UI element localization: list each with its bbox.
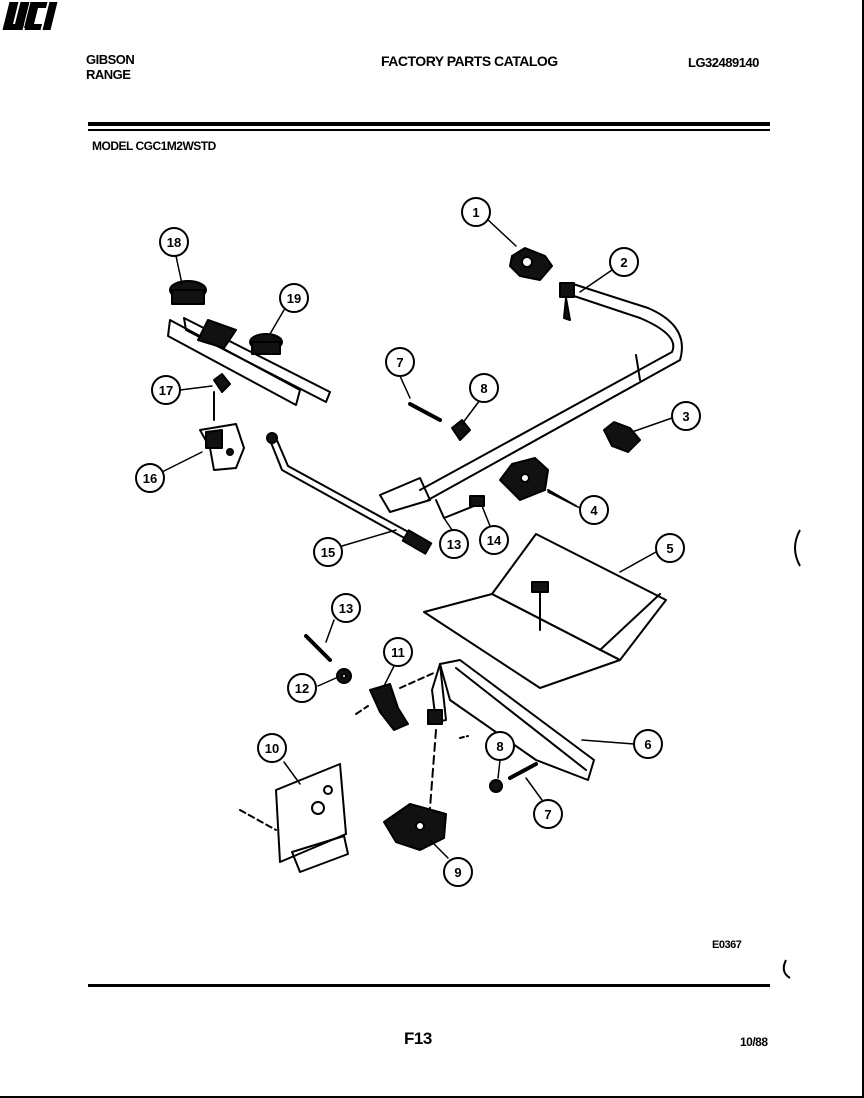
part-small-valve-3	[603, 421, 641, 453]
callout-8-top: 8	[469, 373, 499, 403]
svg-text:15: 15	[321, 545, 335, 560]
callout-9: 9	[443, 857, 473, 887]
part-nut-12	[336, 668, 352, 684]
callout-12: 12	[287, 673, 317, 703]
svg-text:9: 9	[454, 865, 461, 880]
model-label: MODEL CGC1M2WSTD	[92, 139, 216, 153]
callout-14: 14	[479, 525, 509, 555]
catalog-title: FACTORY PARTS CATALOG	[381, 53, 558, 69]
wci-logo	[2, 2, 58, 30]
callout-18: 18	[159, 227, 189, 257]
callout-13-lower: 13	[331, 593, 361, 623]
part-valve-4	[499, 457, 577, 507]
callout-11: 11	[383, 637, 413, 667]
svg-text:11: 11	[391, 645, 405, 660]
svg-text:1: 1	[472, 205, 479, 220]
callout-7-top: 7	[385, 347, 415, 377]
callout-15: 15	[313, 537, 343, 567]
part-igniter-16	[199, 423, 245, 471]
brand-name: GIBSON	[86, 52, 135, 67]
leader-lines	[161, 217, 673, 859]
header-rule-thick	[88, 122, 770, 126]
callout-13-upper: 13	[439, 529, 469, 559]
part-screw-7-8-top	[408, 402, 471, 441]
svg-text:19: 19	[287, 291, 301, 306]
callout-10: 10	[257, 733, 287, 763]
svg-text:3: 3	[682, 409, 689, 424]
svg-text:13: 13	[447, 537, 461, 552]
svg-text:16: 16	[143, 471, 157, 486]
part-oven-burner-6	[427, 659, 595, 781]
part-top-burners-18-19	[167, 280, 331, 406]
callout-7-lower: 7	[533, 799, 563, 829]
svg-text:13: 13	[339, 601, 353, 616]
footer-rule	[88, 984, 770, 987]
binding-mark-bottom	[782, 959, 791, 979]
svg-text:7: 7	[396, 355, 403, 370]
callouts: 1 2 3 4 5 6 7 8 7 8 9 10 11 12 13 13 14 …	[135, 197, 701, 887]
part-number: LG32489140	[688, 55, 759, 70]
svg-text:2: 2	[620, 255, 627, 270]
part-valve-1	[509, 247, 553, 281]
callout-2: 2	[609, 247, 639, 277]
svg-text:7: 7	[544, 807, 551, 822]
part-valve-9	[383, 729, 469, 851]
callout-3: 3	[671, 401, 701, 431]
svg-text:8: 8	[480, 381, 487, 396]
callout-19: 19	[279, 283, 309, 313]
svg-text:4: 4	[590, 503, 598, 518]
part-pin-13-lower	[304, 634, 332, 662]
header-rule-thin	[88, 129, 770, 131]
svg-text:8: 8	[496, 739, 503, 754]
part-bracket-17	[213, 373, 231, 421]
callout-1: 1	[461, 197, 491, 227]
callout-4: 4	[579, 495, 609, 525]
part-tube-15	[266, 432, 433, 555]
svg-text:18: 18	[167, 235, 181, 250]
diagram-code: E0367	[712, 939, 742, 951]
part-plate-10	[239, 763, 349, 873]
product-type: RANGE	[86, 67, 131, 82]
svg-text:10: 10	[265, 741, 279, 756]
svg-text:6: 6	[644, 737, 651, 752]
part-manifold-2	[379, 282, 683, 513]
callout-6: 6	[633, 729, 663, 759]
part-bracket-11	[355, 671, 437, 731]
callout-8-lower: 8	[485, 731, 515, 761]
part-shield-5	[423, 533, 667, 689]
binding-mark-top	[794, 529, 801, 567]
callout-17: 17	[151, 375, 181, 405]
svg-text:5: 5	[666, 541, 673, 556]
svg-text:12: 12	[295, 681, 309, 696]
part-tube-13-14	[435, 495, 485, 519]
callout-16: 16	[135, 463, 165, 493]
catalog-date: 10/88	[740, 1035, 768, 1049]
svg-text:14: 14	[487, 533, 502, 548]
callout-5: 5	[655, 533, 685, 563]
svg-text:17: 17	[159, 383, 173, 398]
part-screw-7-8-lower	[489, 762, 538, 793]
page-number: F13	[404, 1029, 432, 1048]
